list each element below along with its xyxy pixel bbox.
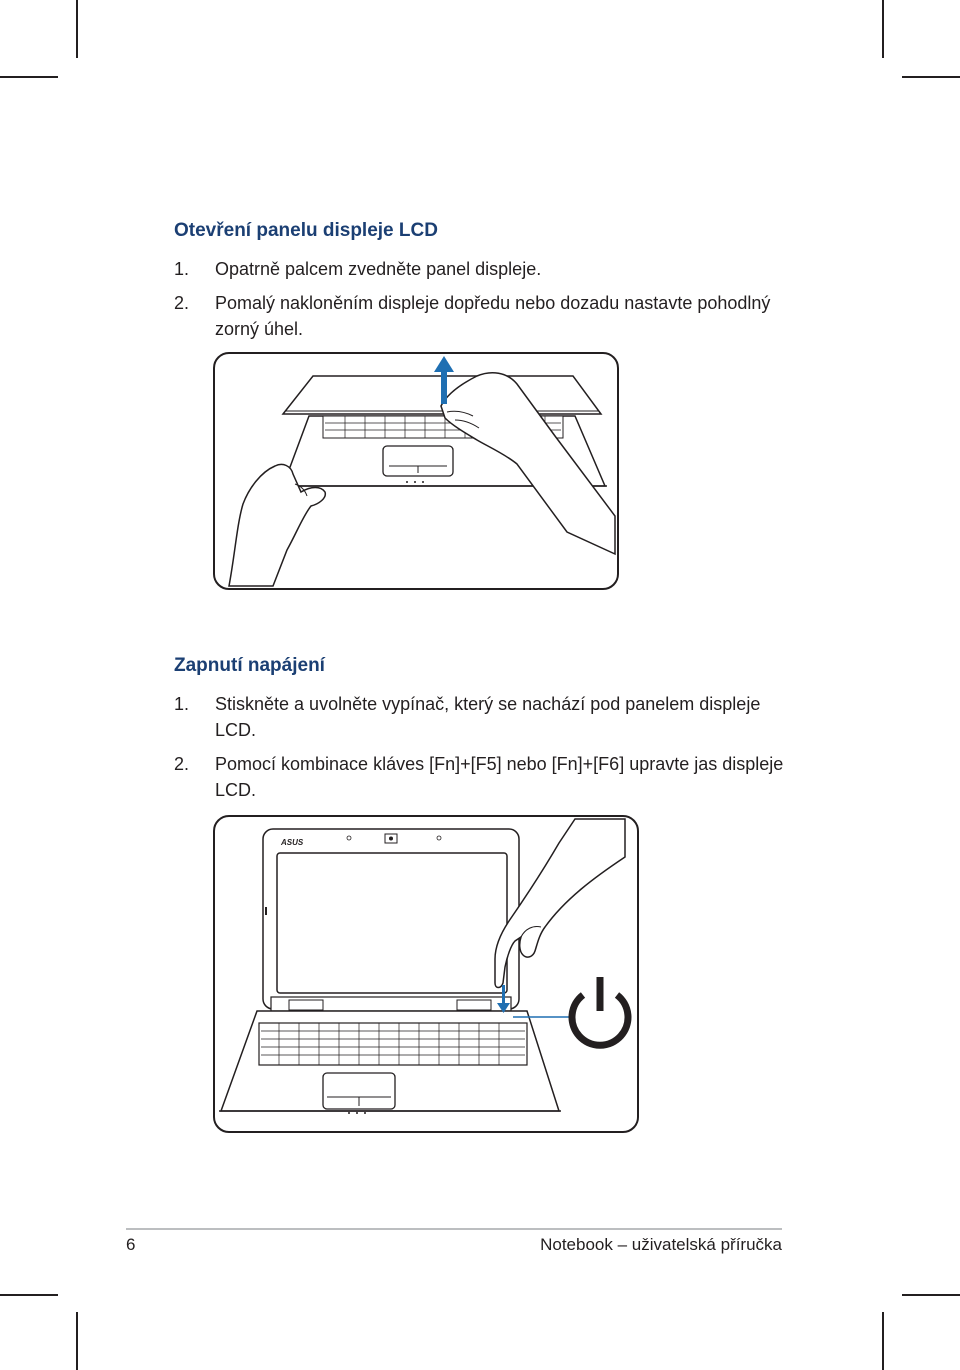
- step-number: 2.: [174, 754, 190, 774]
- crop-mark-bottom-left-h: [0, 1294, 58, 1296]
- figure-open-display: [213, 352, 619, 590]
- crop-mark-top-right: [882, 0, 884, 58]
- step-number: 2.: [174, 293, 190, 313]
- step-number: 1.: [174, 259, 190, 279]
- running-footer-title: Notebook – uživatelská příručka: [540, 1235, 782, 1254]
- laptop-open-illustration: [228, 356, 616, 587]
- step-text: Opatrně palcem zvedněte panel displeje.: [215, 259, 542, 279]
- power-icon: [568, 977, 632, 1049]
- crop-mark-bottom-right-h: [902, 1294, 960, 1296]
- step-text: Stiskněte a uvolněte vypínač, který se n…: [215, 694, 761, 740]
- list-item: 1. Opatrně palcem zvedněte panel displej…: [174, 256, 814, 282]
- page-number: 6: [126, 1235, 136, 1254]
- step-number: 1.: [174, 694, 190, 714]
- list-item: 1. Stiskněte a uvolněte vypínač, který s…: [174, 691, 774, 743]
- brand-logo: ASUS: [280, 838, 304, 847]
- arrow-up-icon: [434, 356, 454, 404]
- crop-mark-bottom-right: [882, 1312, 884, 1370]
- crop-mark-bottom-left: [76, 1312, 78, 1370]
- laptop-power-illustration: ASUS: [219, 818, 632, 1114]
- footer-divider: [126, 1228, 782, 1230]
- section-heading-open-lcd: Otevření panelu displeje LCD: [174, 220, 438, 241]
- figure-power-button: ASUS: [213, 815, 639, 1133]
- list-item: 2. Pomocí kombinace kláves [Fn]+[F5] neb…: [174, 751, 794, 803]
- crop-mark-top-left: [76, 0, 78, 58]
- step-text: Pomocí kombinace kláves [Fn]+[F5] nebo […: [215, 754, 784, 800]
- list-item: 2. Pomalý nakloněním displeje dopředu ne…: [174, 290, 774, 342]
- step-text: Pomalý nakloněním displeje dopředu nebo …: [215, 293, 771, 339]
- crop-mark-top-right-h: [902, 76, 960, 78]
- section-heading-power-on: Zapnutí napájení: [174, 655, 325, 676]
- crop-mark-top-left-h: [0, 76, 58, 78]
